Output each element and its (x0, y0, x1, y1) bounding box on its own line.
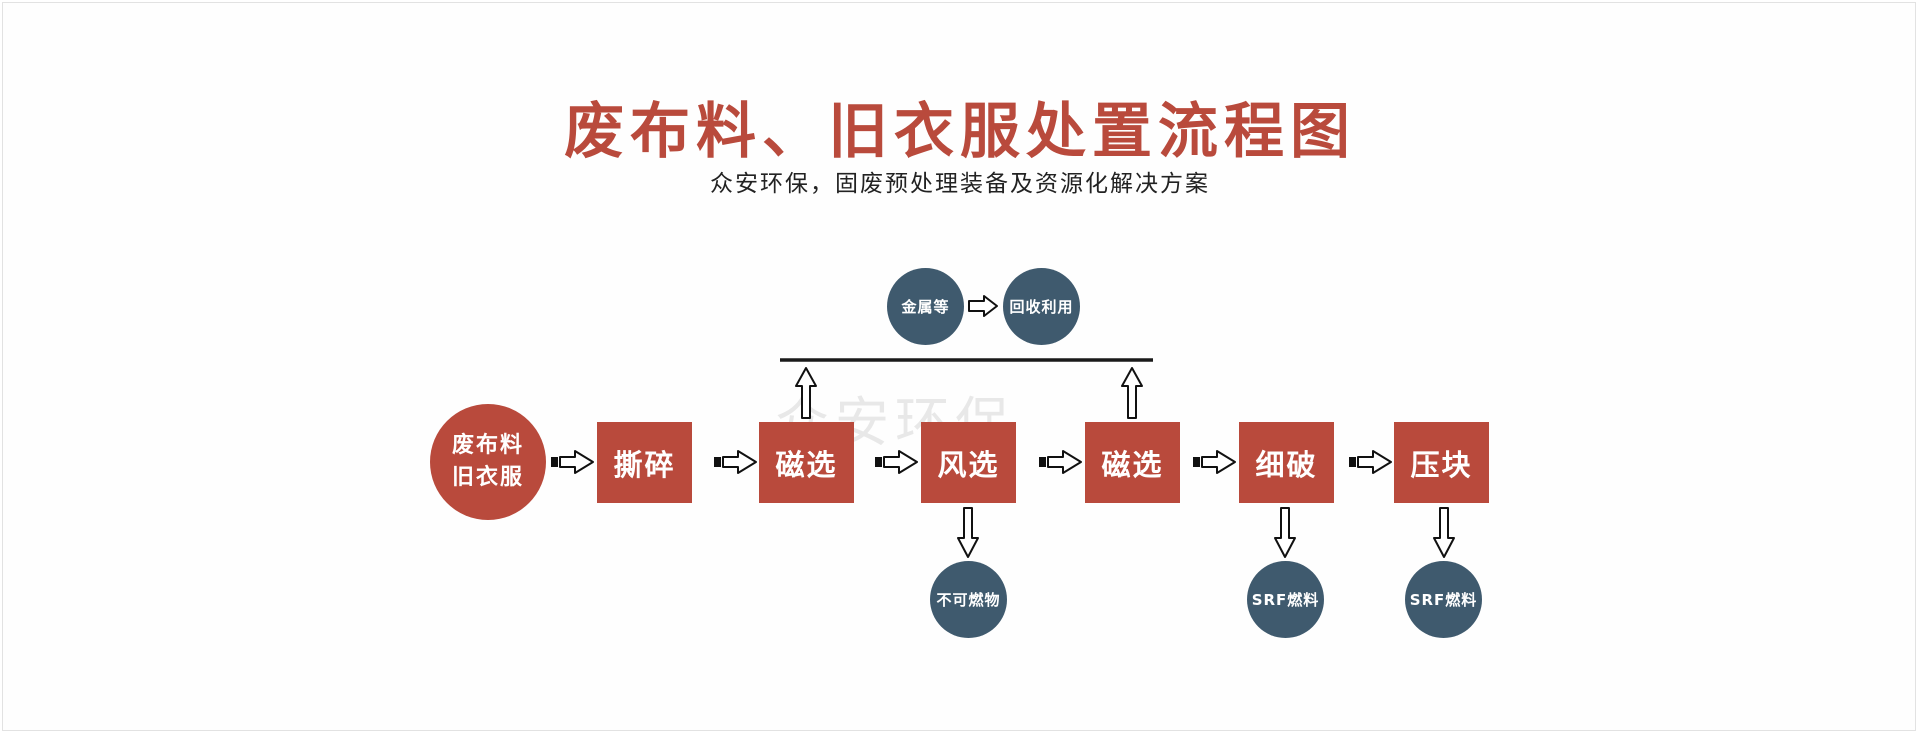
arrow-magnetic2-to-fine (1192, 450, 1236, 474)
start-node: 废布料 旧衣服 (430, 404, 546, 520)
output-srf-2: SRF燃料 (1405, 561, 1482, 638)
arrow-shred-to-magnetic1 (713, 450, 757, 474)
arrow-magnetic1-to-air (874, 450, 918, 474)
process-air-separation: 风选 (921, 422, 1016, 503)
start-label-line2: 旧衣服 (451, 465, 524, 490)
start-label-line1: 废布料 (451, 433, 524, 458)
output-recycle: 回收利用 (1003, 268, 1080, 345)
arrow-metal-to-recycle (968, 295, 998, 317)
output-metal: 金属等 (887, 268, 964, 345)
arrow-fine-down (1274, 507, 1296, 558)
output-noncombustible: 不可燃物 (930, 561, 1007, 638)
process-magnetic-2: 磁选 (1085, 422, 1180, 503)
process-press: 压块 (1394, 422, 1489, 503)
arrow-fine-to-press (1348, 450, 1392, 474)
arrow-magnetic2-up (1121, 367, 1143, 419)
process-shred: 撕碎 (597, 422, 692, 503)
process-magnetic-1: 磁选 (759, 422, 854, 503)
process-fine-crush: 细破 (1239, 422, 1334, 503)
arrow-press-down (1433, 507, 1455, 558)
arrow-start-to-shred (550, 450, 594, 474)
arrow-magnetic1-up (795, 367, 817, 419)
output-srf-1: SRF燃料 (1247, 561, 1324, 638)
diagram-title: 废布料、旧衣服处置流程图 (564, 97, 1356, 167)
arrow-air-to-magnetic2 (1038, 450, 1082, 474)
arrow-air-down (957, 507, 979, 558)
diagram-subtitle: 众安环保，固废预处理装备及资源化解决方案 (710, 171, 1210, 197)
